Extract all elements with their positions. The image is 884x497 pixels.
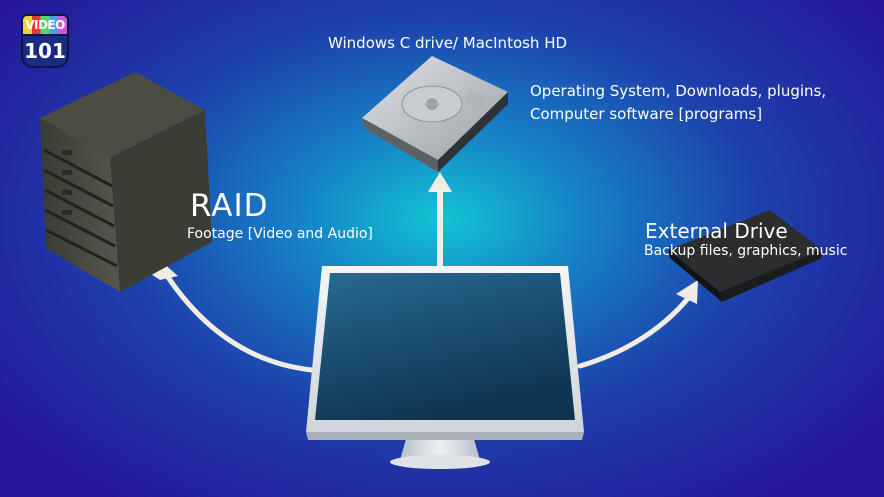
raid-tower-icon — [40, 72, 212, 292]
logo-bottom-text: 101 — [21, 34, 69, 68]
hard-drive-icon — [362, 56, 508, 172]
c-drive-description-line-1: Operating System, Downloads, plugins, — [530, 82, 827, 100]
c-drive-description-line-2: Computer software [programs] — [530, 105, 763, 123]
video-101-logo: VIDEO 101 — [19, 14, 71, 68]
arrow-to-external-drive — [577, 280, 698, 369]
raid-title: RAID — [190, 188, 269, 224]
monitor-icon — [306, 266, 584, 469]
external-drive-title: External Drive — [645, 219, 788, 243]
arrow-to-raid — [148, 255, 315, 373]
c-drive-title: Windows C drive/ MacIntosh HD — [328, 34, 568, 52]
external-drive-description: Backup files, graphics, music — [644, 243, 848, 259]
raid-description: Footage [Video and Audio] — [187, 226, 373, 242]
arrow-to-c-drive — [428, 172, 452, 268]
external-drive-icon — [668, 210, 822, 302]
logo-top-text: VIDEO — [21, 14, 69, 36]
